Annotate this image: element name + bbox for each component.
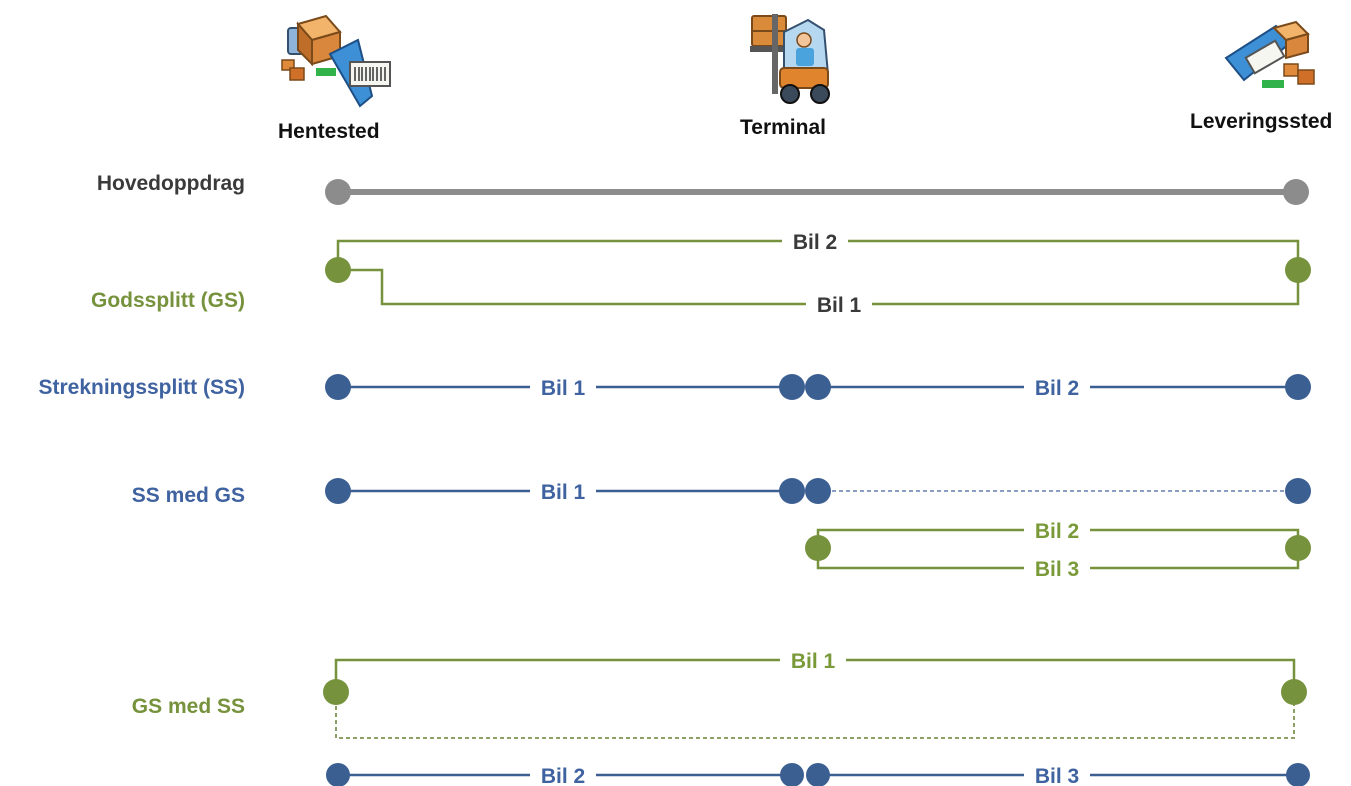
gs-ss-leg-start-node: [326, 763, 350, 786]
ss-gs-split-end-node: [1285, 535, 1311, 561]
ss-gs-start-node: [325, 478, 351, 504]
delivery-scanner-icon: [1224, 20, 1315, 88]
gs-ss-leg-end-node: [1286, 763, 1310, 786]
ss-start-node: [325, 374, 351, 400]
gs-ss-start-node: [323, 679, 349, 705]
location-label-delivery: Leveringssted: [1190, 110, 1333, 133]
main-start-node: [325, 179, 351, 205]
pickup-scanner-icon: [281, 14, 391, 108]
gs-ss-lower-route-dashed: [335, 692, 1295, 739]
row-label-goods-split: Godssplitt (GS): [91, 289, 245, 312]
location-label-pickup: Hentested: [278, 120, 380, 143]
ss-second-leg-vehicle-label: Bil 2: [1035, 377, 1079, 400]
ss-terminal-arrival-node: [779, 374, 805, 400]
ss-gs-first-leg-vehicle-label: Bil 1: [541, 481, 586, 504]
ss-gs-terminal-arrival-node: [779, 478, 805, 504]
row-label-route-split: Strekningssplitt (SS): [38, 376, 245, 399]
row-label-ss-with-gs: SS med GS: [131, 484, 245, 507]
gs-ss-end-node: [1281, 679, 1307, 705]
ss-first-leg-vehicle-label: Bil 1: [541, 377, 586, 400]
gs-lower-route: [338, 268, 1300, 306]
gs-upper-vehicle-label: Bil 2: [793, 231, 837, 254]
gs-lower-vehicle-label: Bil 1: [817, 294, 862, 317]
gs-end-node: [1285, 257, 1311, 283]
gs-ss-first-leg-vehicle-label: Bil 2: [541, 765, 585, 786]
ss-gs-upper-split-vehicle-label: Bil 2: [1035, 520, 1079, 543]
ss-gs-terminal-departure-node: [805, 478, 831, 504]
ss-gs-end-node: [1285, 478, 1311, 504]
row-label-gs-with-ss: GS med SS: [131, 695, 245, 718]
gs-ss-terminal-arrival-node: [780, 763, 804, 786]
location-label-terminal: Terminal: [740, 116, 826, 139]
main-end-node: [1283, 179, 1309, 205]
ss-gs-lower-split-vehicle-label: Bil 3: [1035, 558, 1079, 581]
row-label-main-assignment: Hovedoppdrag: [96, 172, 245, 195]
ss-end-node: [1285, 374, 1311, 400]
gs-ss-terminal-departure-node: [806, 763, 830, 786]
ss-terminal-departure-node: [805, 374, 831, 400]
forklift-icon: [750, 14, 830, 104]
gs-ss-second-leg-vehicle-label: Bil 3: [1035, 765, 1079, 786]
gs-start-node: [325, 257, 351, 283]
gs-ss-upper-vehicle-label: Bil 1: [791, 650, 836, 673]
ss-gs-split-start-node: [805, 535, 831, 561]
